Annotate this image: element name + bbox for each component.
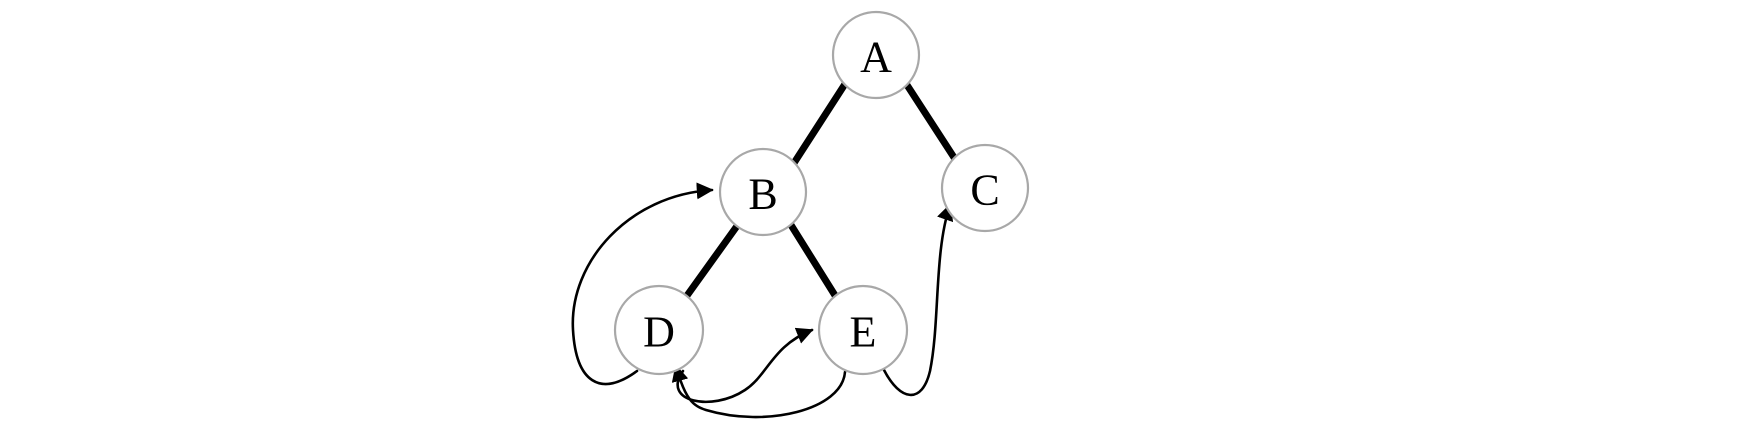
node-C[interactable]: C bbox=[940, 143, 1030, 233]
tree-edge-B-D bbox=[682, 222, 741, 301]
node-C-circle[interactable] bbox=[940, 143, 1030, 233]
node-D-circle[interactable] bbox=[613, 284, 705, 376]
curved-edge-group bbox=[571, 182, 954, 419]
node-B-circle[interactable] bbox=[718, 147, 808, 237]
node-D[interactable]: D bbox=[613, 284, 705, 376]
node-A-label: A bbox=[860, 33, 892, 82]
curve-edge-E-C bbox=[882, 203, 954, 397]
node-D-label: D bbox=[643, 308, 675, 357]
node-C-label: C bbox=[970, 166, 999, 215]
node-group: A B C D E bbox=[613, 10, 1030, 376]
tree-edge-group bbox=[682, 80, 959, 301]
node-A-circle[interactable] bbox=[831, 10, 921, 100]
tree-edge-A-C bbox=[903, 81, 959, 163]
node-E-label: E bbox=[850, 308, 877, 357]
tree-edge-A-B bbox=[790, 80, 849, 167]
tree-edge-B-E bbox=[787, 221, 840, 301]
curve-edge-D-B bbox=[571, 182, 714, 386]
node-A[interactable]: A bbox=[831, 10, 921, 100]
node-E[interactable]: E bbox=[817, 284, 909, 376]
node-E-circle[interactable] bbox=[817, 284, 909, 376]
node-B-label: B bbox=[748, 170, 777, 219]
curve-edge-D-E bbox=[676, 327, 814, 404]
node-B[interactable]: B bbox=[718, 147, 808, 237]
curve-edge-E-D bbox=[671, 364, 847, 419]
